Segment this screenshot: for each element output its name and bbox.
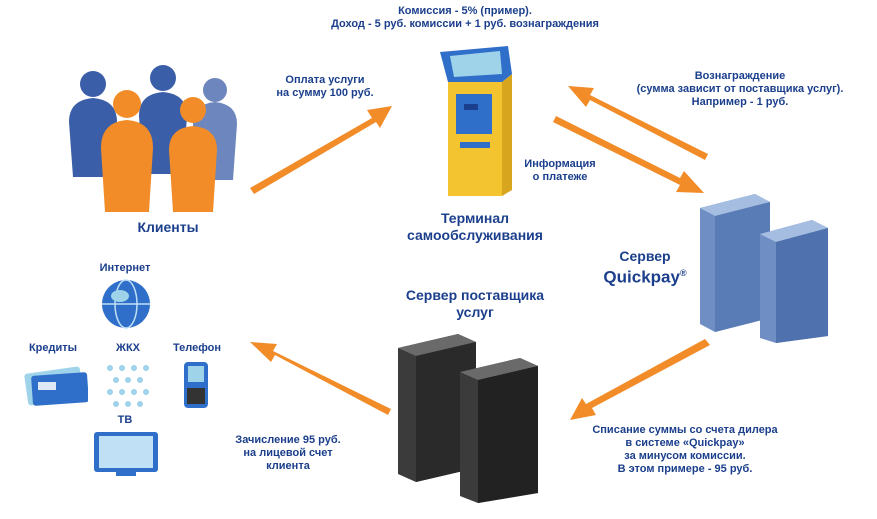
quickpay-name: Quickpay — [603, 267, 680, 287]
reward-line-3: Например - 1 руб. — [691, 96, 789, 108]
payment-line-1: Оплата услуги — [285, 74, 365, 86]
commission-line-2: Доход - 5 руб. комиссии + 1 руб. вознагр… — [331, 18, 599, 30]
payment-info-note: Информация о платеже — [510, 158, 610, 184]
terminal-icon — [440, 46, 512, 196]
debit-note: Списание суммы со счета дилера в системе… — [575, 424, 795, 476]
provider-server-line-2: услуг — [456, 304, 494, 320]
arrow-reward-to-terminal — [568, 86, 708, 160]
arrow-provider-to-services — [250, 342, 391, 415]
quickpay-server-line-2: Quickpay® — [595, 265, 695, 286]
clients-label: Клиенты — [137, 219, 199, 235]
housing-label: ЖКХ — [116, 342, 140, 354]
arrow-info-to-quickpay — [553, 116, 704, 193]
reward-line-2: (сумма зависит от поставщика услуг). — [636, 83, 844, 95]
tv-icon — [94, 432, 158, 476]
provider-server-label: Сервер поставщика услуг — [385, 287, 565, 321]
utilities-icon — [107, 365, 149, 407]
terminal-label-line-1: Терминал — [440, 210, 510, 226]
payment-line-2: на сумму 100 руб. — [276, 87, 374, 99]
debit-line-2: в системе «Quickpay» — [625, 437, 745, 449]
crediting-line-3: клиента — [266, 460, 310, 472]
payment-info-line-2: о платеже — [532, 171, 588, 183]
phone-label: Телефон — [172, 342, 222, 354]
debit-line-3: за минусом комиссии. — [624, 450, 746, 462]
arrow-clients-to-terminal — [250, 106, 392, 194]
globe-icon — [102, 279, 150, 329]
crediting-line-2: на лицевой счет — [243, 447, 333, 459]
provider-server-icon — [398, 334, 538, 503]
provider-server-line-1: Сервер поставщика — [405, 287, 545, 303]
quickpay-server-label: Сервер Quickpay® — [595, 248, 695, 286]
payment-note: Оплата услуги на сумму 100 руб. — [255, 74, 395, 100]
debit-line-1: Списание суммы со счета дилера — [592, 424, 778, 436]
commission-line-1: Комиссия - 5% (пример). — [398, 5, 532, 17]
crediting-note: Зачисление 95 руб. на лицевой счет клиен… — [218, 434, 358, 473]
commission-note: Комиссия - 5% (пример). Доход - 5 руб. к… — [300, 5, 630, 31]
credit-card-icon — [24, 366, 88, 406]
credits-label: Кредиты — [28, 342, 78, 354]
arrow-quickpay-to-provider — [570, 339, 710, 420]
phone-icon — [184, 362, 208, 408]
tv-label: ТВ — [117, 414, 133, 426]
clients-people-icon — [69, 65, 237, 212]
terminal-label: Терминал самообслуживания — [395, 210, 555, 244]
crediting-line-1: Зачисление 95 руб. — [235, 434, 341, 446]
reward-note: Вознаграждение (сумма зависит от поставщ… — [610, 70, 870, 109]
quickpay-server-icon — [700, 194, 828, 343]
terminal-label-line-2: самообслуживания — [407, 227, 543, 243]
reward-line-1: Вознаграждение — [694, 70, 786, 82]
debit-line-4: В этом примере - 95 руб. — [617, 463, 753, 475]
quickpay-server-line-1: Сервер — [619, 248, 671, 264]
registered-mark: ® — [679, 268, 687, 278]
payment-info-line-1: Информация — [524, 158, 596, 170]
internet-label: Интернет — [99, 262, 151, 274]
